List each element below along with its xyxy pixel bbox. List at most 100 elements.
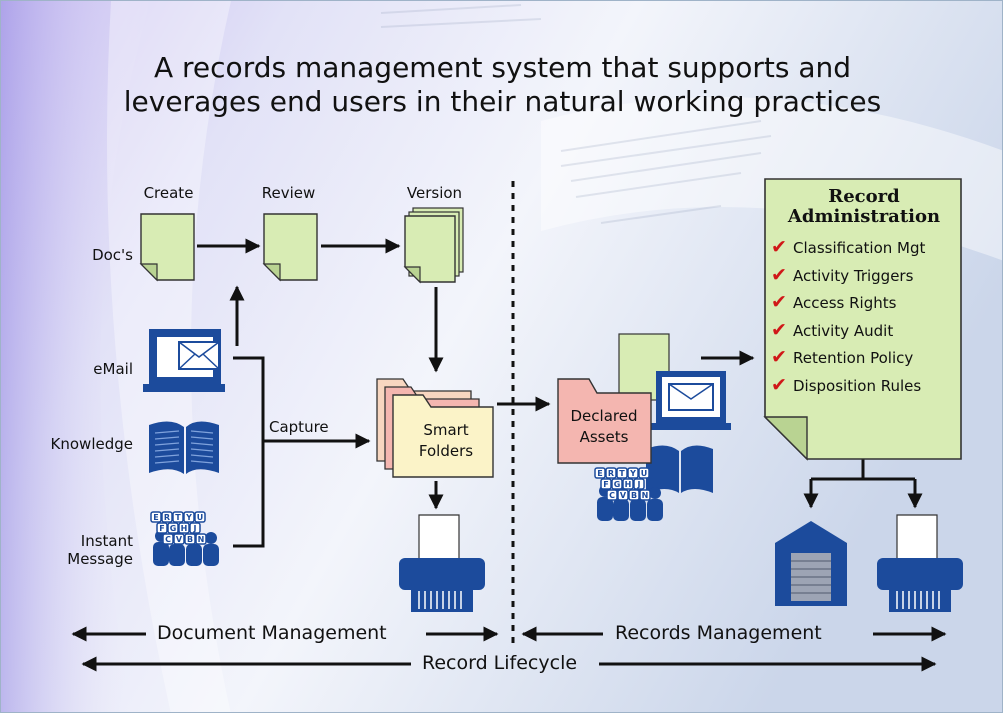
key-label: C (165, 535, 171, 544)
smart-folders-icon (376, 378, 494, 478)
key-label: N (642, 491, 649, 500)
admin-item: ✔Retention Policy (771, 344, 925, 372)
key-cap (184, 533, 196, 545)
key-label: T (175, 513, 181, 522)
key-label: F (603, 480, 608, 489)
stage-label-create: Create (143, 184, 194, 202)
key-cap (617, 489, 629, 501)
source-label-email: eMail (93, 360, 133, 378)
check-icon: ✔ (771, 346, 787, 369)
source-label-docs: Doc's (92, 246, 133, 264)
key-cap (628, 489, 640, 501)
key-label: Y (629, 469, 636, 478)
key-label: V (620, 491, 627, 500)
key-label: G (170, 524, 177, 533)
key-label: F (159, 524, 164, 533)
smart-folders-label-line-1: Smart (423, 421, 469, 439)
key-cap (611, 478, 623, 490)
key-label: H (181, 524, 188, 533)
declared-assets-label-line-2: Assets (579, 428, 629, 446)
key-cap (178, 522, 190, 534)
record-administration-list: ✔Classification Mgt ✔Activity Triggers ✔… (771, 234, 925, 400)
key-cap (194, 511, 206, 523)
key-cap (173, 533, 185, 545)
source-label-instant: Instant (80, 532, 133, 550)
check-icon: ✔ (771, 318, 787, 341)
stage-label-version: Version (406, 184, 463, 202)
key-cap (622, 478, 634, 490)
key-label: Y (185, 513, 192, 522)
review-document-icon (262, 213, 318, 282)
check-icon: ✔ (771, 291, 787, 314)
key-cap (605, 467, 617, 479)
check-icon: ✔ (771, 236, 787, 258)
key-label: T (619, 469, 625, 478)
capture-label: Capture (269, 418, 329, 436)
key-label: H (625, 480, 632, 489)
shredder-icon (877, 514, 963, 612)
key-cap (600, 478, 612, 490)
key-cap (616, 467, 628, 479)
admin-item: ✔Classification Mgt (771, 234, 925, 262)
record-administration-title: Record Administration (787, 186, 941, 227)
key-cap (183, 511, 195, 523)
archive-warehouse-icon (775, 521, 847, 606)
key-cap (172, 511, 184, 523)
check-icon: ✔ (771, 373, 787, 396)
check-icon: ✔ (771, 263, 787, 286)
key-cap (633, 478, 645, 490)
key-cap (627, 467, 639, 479)
records-management-label: Records Management (615, 622, 822, 644)
source-label-knowledge: Knowledge (50, 435, 133, 453)
key-label: G (614, 480, 621, 489)
admin-item: ✔Activity Triggers (771, 262, 925, 290)
key-label: N (198, 535, 205, 544)
shredder-icon (399, 514, 485, 612)
key-label: B (631, 491, 637, 500)
key-label: B (187, 535, 193, 544)
key-label: C (609, 491, 615, 500)
create-document-icon (139, 213, 195, 282)
key-cap (167, 522, 179, 534)
key-cap (639, 489, 651, 501)
key-cap (606, 489, 618, 501)
version-stack-icon (403, 207, 464, 284)
key-cap (638, 467, 650, 479)
record-lifecycle-label: Record Lifecycle (422, 652, 578, 674)
key-cap (162, 533, 174, 545)
diagram-title: A records management system that support… (1, 51, 1002, 119)
knowledge-book-icon (149, 421, 219, 474)
title-line-2: leverages end users in their natural wor… (123, 85, 882, 118)
key-cap (189, 522, 201, 534)
declared-assets-label-line-1: Declared (570, 407, 638, 425)
stage-label-review: Review (261, 184, 316, 202)
band-arrows (71, 626, 947, 672)
smart-folders-label-line-2: Folders (418, 442, 474, 460)
key-label: R (608, 469, 614, 478)
key-cap (150, 511, 162, 523)
key-cap (156, 522, 168, 534)
record-administration-document (763, 178, 962, 461)
document-management-label: Document Management (157, 622, 387, 644)
key-cap (594, 467, 606, 479)
key-cap (195, 533, 207, 545)
key-label: E (153, 513, 158, 522)
key-label: E (597, 469, 602, 478)
flow-arrows (197, 238, 923, 548)
key-label: J (637, 480, 641, 489)
key-label: J (193, 524, 197, 533)
key-label: V (176, 535, 183, 544)
email-computer-icon (143, 329, 225, 392)
key-cap (161, 511, 173, 523)
key-label: U (641, 469, 648, 478)
key-label: U (197, 513, 204, 522)
admin-item: ✔Access Rights (771, 289, 925, 317)
source-label-message: Message (67, 550, 133, 568)
title-line-1: A records management system that support… (153, 51, 851, 84)
